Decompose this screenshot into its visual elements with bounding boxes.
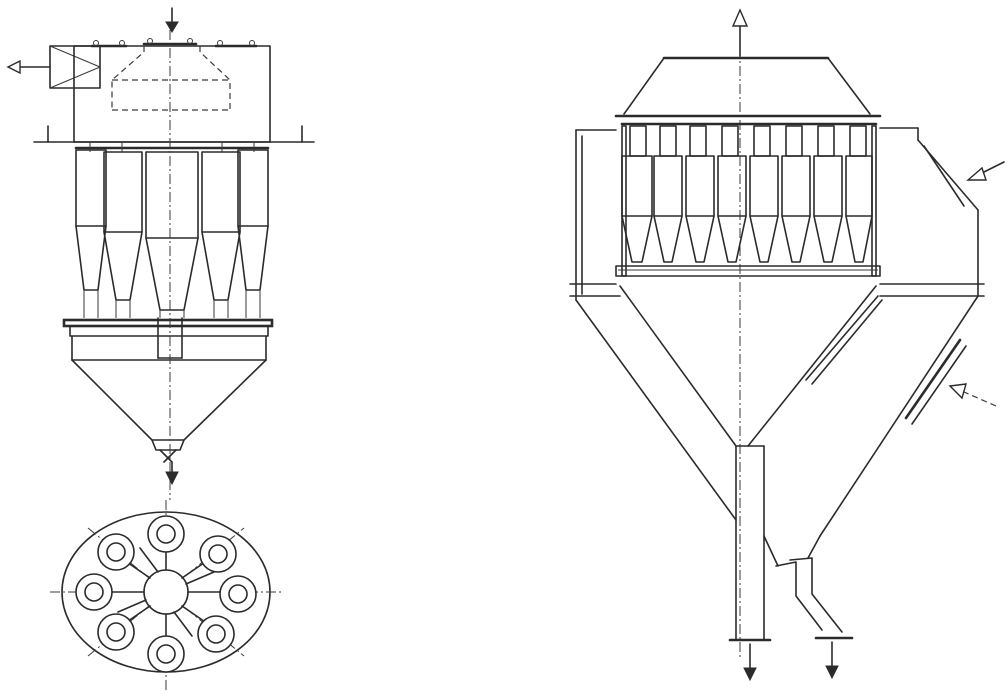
hopper — [575, 285, 979, 537]
cyclone-element — [685, 125, 715, 263]
inlet-arrow-lower — [948, 383, 997, 407]
battery-cyclone-section — [569, 8, 1005, 682]
group-cyclone-elevation — [6, 7, 315, 500]
cyclone-elements — [74, 142, 270, 318]
cyclone-element — [621, 125, 653, 263]
discharge-pipes — [728, 445, 854, 682]
casing — [569, 127, 985, 301]
inlet-arrow-upper — [966, 161, 1005, 181]
cyclone-element — [653, 125, 683, 263]
group-cyclone-plan — [50, 500, 284, 690]
clean-gas-chamber — [33, 38, 315, 143]
cyclone-elements-row — [615, 125, 881, 277]
dust-hopper — [62, 317, 274, 486]
inlet-arrow-top — [165, 7, 179, 33]
top-hood — [614, 56, 882, 126]
cyclone-element — [845, 125, 873, 263]
cyclone-element — [717, 125, 747, 263]
cyclone-element — [781, 125, 811, 263]
plan-cyclones — [75, 515, 257, 673]
outlet-duct-left — [6, 45, 101, 89]
cyclone-element — [813, 125, 843, 263]
outlet-arrow-top — [731, 8, 749, 57]
cyclone-element — [749, 125, 779, 263]
